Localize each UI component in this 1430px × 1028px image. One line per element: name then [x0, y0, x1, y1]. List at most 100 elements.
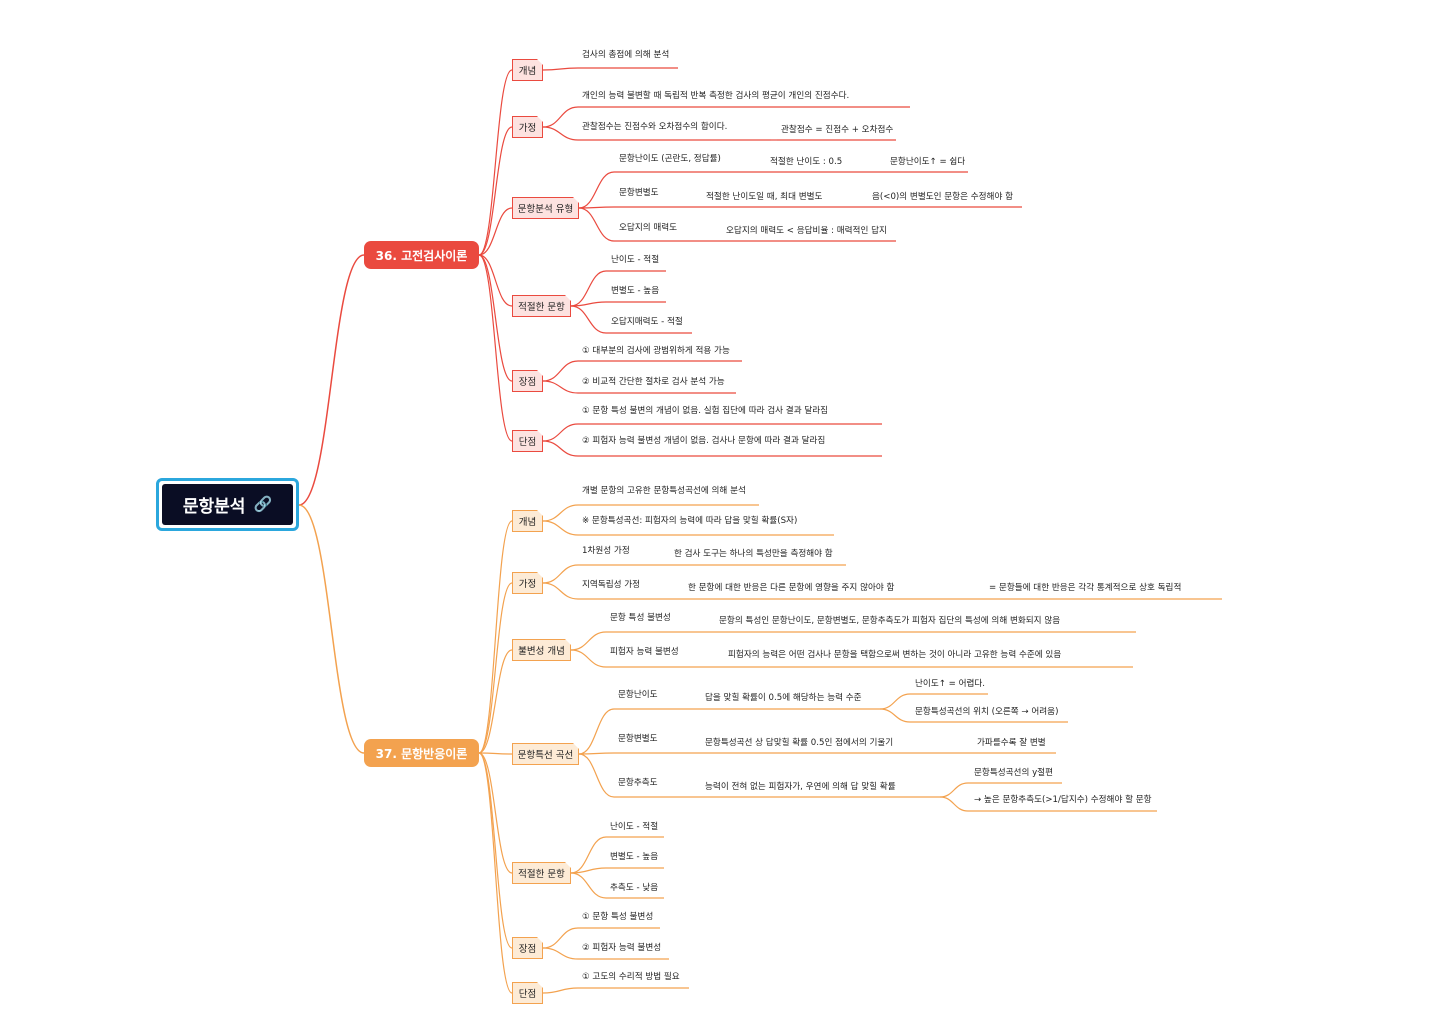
ctt-assumption-node[interactable]: 가정	[512, 116, 543, 138]
connector	[542, 440, 579, 457]
connector	[542, 106, 579, 128]
root-node[interactable]: 문항분석 🔗	[156, 478, 299, 531]
ctt-appropriate-item-3: 오답지매력도 - 적절	[611, 317, 683, 327]
ctt-assumption-item-2: 관찰점수는 진점수와 오차점수의 합이다.	[582, 122, 728, 132]
connector	[478, 752, 513, 949]
connector	[879, 693, 911, 710]
connector	[570, 872, 607, 899]
irt-difficulty-label: 문항난이도	[618, 690, 658, 700]
irt-difficulty-detail-b: 문항특성곡선의 위치 (오른쪽 → 어려움)	[915, 707, 1059, 717]
ctt-appropriate-item-2: 변별도 - 높음	[611, 286, 660, 296]
connector	[542, 423, 579, 442]
ctt-difficulty-detail-2: 문항난이도↑ = 쉽다	[890, 157, 966, 167]
connector	[939, 796, 969, 812]
ctt-difficulty-label: 문항난이도 (곤란도, 정답률)	[619, 154, 721, 164]
connector	[542, 564, 579, 584]
connector	[478, 752, 513, 755]
irt-unidim-detail: 한 검사 도구는 하나의 특성만을 측정해야 함	[674, 549, 833, 559]
connector	[542, 947, 579, 960]
ctt-pros-node[interactable]: 장점	[512, 370, 543, 392]
connector	[570, 270, 607, 307]
irt-concept-node[interactable]: 개념	[512, 510, 543, 532]
ctt-discrimination-detail-2: 음(<0)의 변별도인 문항은 수정해야 함	[872, 192, 1013, 202]
irt-discrimination-label: 문항변별도	[618, 734, 658, 744]
connector	[879, 708, 911, 723]
connector	[478, 582, 513, 754]
irt-concept-item-2: ※ 문항특성곡선: 피험자의 능력에 따라 답을 맞힐 확률(S자)	[582, 516, 798, 526]
irt-guessing-label: 문항추측도	[618, 778, 658, 788]
connector	[570, 301, 607, 307]
branch-ctt-title: 36. 고전검사이론	[375, 248, 468, 263]
irt-item-invariance-label: 문항 특성 불변성	[610, 613, 671, 623]
connector	[478, 254, 513, 307]
connector	[478, 649, 513, 754]
ctt-assumption-item-1: 개인의 능력 불변할 때 독립적 반복 측정한 검사의 평균이 개인의 진점수다…	[582, 91, 850, 101]
ctt-concept-label: 개념	[518, 66, 537, 77]
ctt-discrimination-label: 문항변별도	[619, 188, 659, 198]
connector	[478, 752, 513, 994]
irt-appropriate-item-2: 변별도 - 높음	[610, 852, 659, 862]
connector	[570, 305, 607, 334]
irt-cons-item-1: ① 고도의 수리적 방법 필요	[582, 972, 680, 982]
irt-pros-label: 장점	[518, 944, 537, 955]
ctt-appropriate-item-1: 난이도 - 적절	[611, 255, 660, 265]
branch-irt-title: 37. 문항반응이론	[375, 746, 468, 761]
branch-ctt[interactable]: 36. 고전검사이론	[364, 241, 479, 269]
irt-local-detail-1: 한 문항에 대한 반응은 다른 문항에 영향을 주지 않아야 함	[688, 583, 895, 593]
connector	[542, 380, 579, 394]
irt-person-invariance-label: 피험자 능력 불변성	[610, 647, 679, 657]
irt-concept-label: 개념	[518, 517, 537, 528]
ctt-difficulty-detail-1: 적절한 난이도 : 0.5	[770, 157, 843, 167]
connector	[939, 782, 969, 798]
connector	[542, 582, 579, 600]
ctt-cons-node[interactable]: 단점	[512, 430, 543, 452]
irt-difficulty-detail-a: 난이도↑ = 어렵다.	[915, 679, 986, 689]
ctt-types-node[interactable]: 문항분석 유형	[512, 197, 579, 219]
irt-discrimination-detail-1: 문항특성곡선 상 답맞힐 확률 0.5인 점에서의 기울기	[705, 738, 894, 748]
connector	[578, 753, 615, 798]
connector	[542, 504, 579, 522]
connector	[478, 207, 513, 256]
irt-pros-node[interactable]: 장점	[512, 937, 543, 959]
branch-irt[interactable]: 37. 문항반응이론	[364, 739, 479, 767]
connector	[478, 69, 513, 256]
irt-person-invariance-detail: 피험자의 능력은 어떤 검사나 문항을 택함으로써 변하는 것이 아니라 고유한…	[728, 650, 1062, 660]
ctt-cons-item-1: ① 문항 특성 불변의 개념이 없음. 실험 집단에 따라 검사 결과 달라짐	[582, 406, 829, 416]
irt-local-detail-2: = 문항들에 대한 반응은 각각 통계적으로 상호 독립적	[989, 583, 1182, 593]
connector	[298, 254, 365, 506]
irt-item-invariance-detail: 문항의 특성인 문항난이도, 문항변별도, 문항추측도가 피험자 집단의 특성에…	[719, 616, 1061, 626]
connector	[542, 987, 579, 994]
irt-concept-item-1: 개별 문항의 고유한 문항특성곡선에 의해 분석	[582, 486, 746, 496]
connector	[478, 752, 513, 874]
connector	[570, 836, 607, 874]
connector	[478, 254, 513, 382]
irt-icc-node[interactable]: 문항특선 곡선	[512, 743, 579, 765]
connector	[570, 867, 607, 874]
irt-assumption-node[interactable]: 가정	[512, 572, 543, 594]
ctt-appropriate-node[interactable]: 적절한 문항	[512, 295, 571, 317]
irt-cons-label: 단점	[518, 989, 537, 1000]
ctt-discrimination-detail-1: 적절한 난이도일 때, 최대 변별도	[706, 192, 823, 202]
ctt-distractor-detail: 오답지의 매력도 < 응답비율 : 매력적인 답지	[726, 226, 887, 236]
connector	[542, 126, 579, 141]
connector	[298, 504, 365, 754]
ctt-concept-node[interactable]: 개념	[512, 59, 543, 81]
connector	[542, 360, 579, 382]
connector	[578, 171, 615, 209]
irt-guessing-detail-a: 문항특성곡선의 y절편	[974, 768, 1053, 778]
irt-cons-node[interactable]: 단점	[512, 982, 543, 1004]
irt-appropriate-label: 적절한 문항	[518, 869, 565, 880]
ctt-pros-item-2: ② 비교적 간단한 절차로 검사 분석 가능	[582, 377, 725, 387]
irt-invariance-label: 불변성 개념	[518, 646, 565, 657]
connector	[578, 207, 615, 242]
irt-difficulty-detail: 답을 맞힐 확률이 0.5에 해당하는 능력 수준	[705, 693, 862, 703]
connector	[542, 520, 579, 536]
ctt-cons-item-2: ② 피험자 능력 불변성 개념이 없음. 검사나 문항에 따라 결과 달라짐	[582, 436, 826, 446]
irt-pros-item-2: ② 피험자 능력 불변성	[582, 943, 662, 953]
connector	[542, 927, 579, 949]
connector	[570, 649, 607, 668]
ctt-types-label: 문항분석 유형	[517, 204, 574, 215]
irt-invariance-node[interactable]: 불변성 개념	[512, 639, 571, 661]
irt-appropriate-node[interactable]: 적절한 문항	[512, 862, 571, 884]
